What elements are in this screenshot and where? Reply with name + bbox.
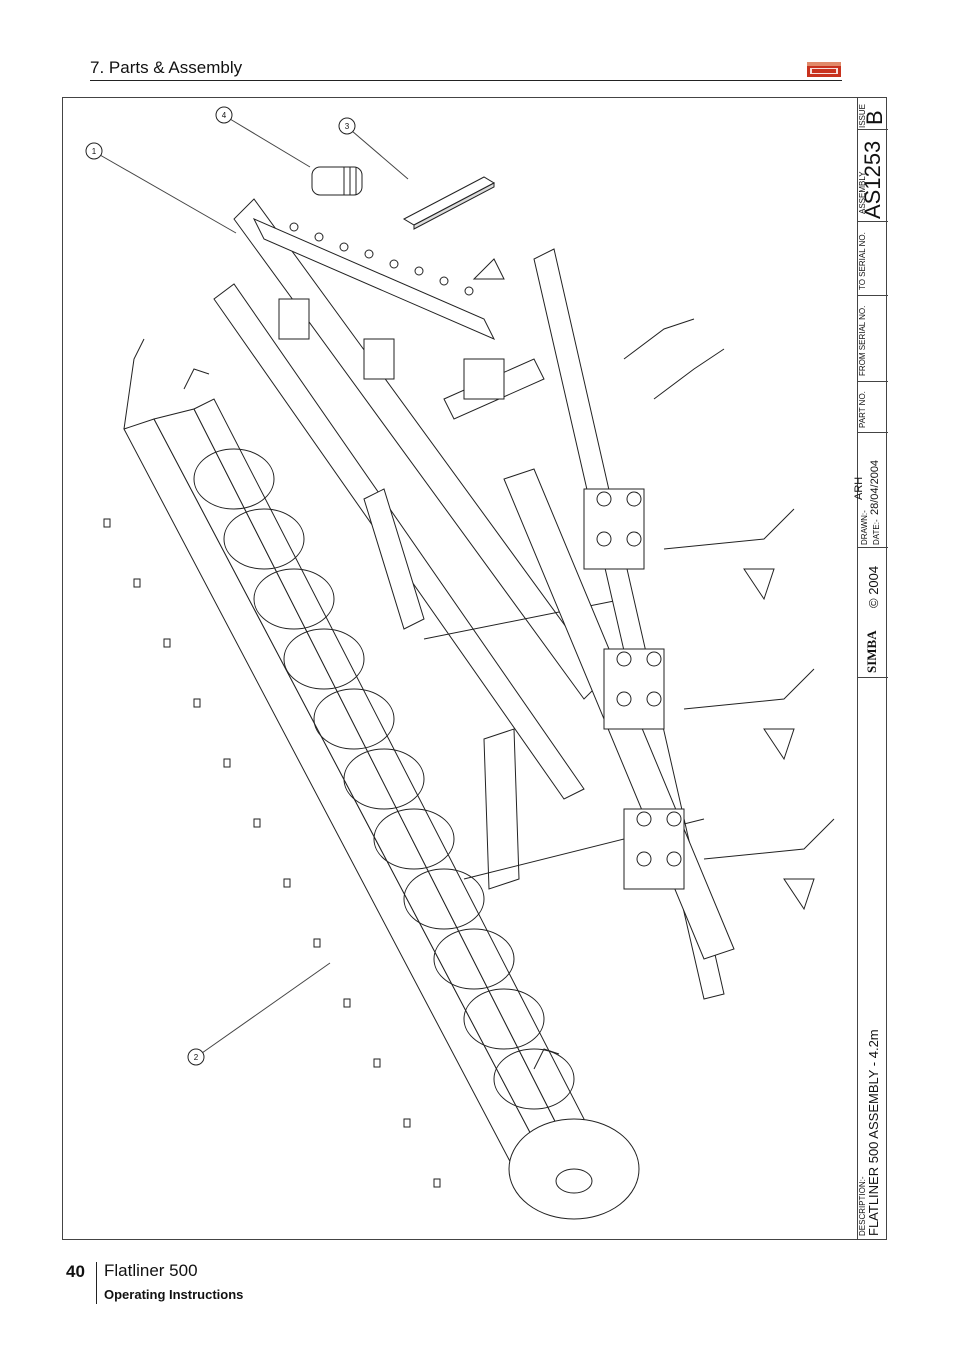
date-value: 28/04/2004 [869, 459, 881, 515]
simba-brand-mark: SIMBA [864, 630, 879, 673]
callout-1: 1 [92, 147, 97, 156]
footer-divider [96, 1262, 97, 1304]
callout-3: 3 [345, 122, 350, 131]
copyright: © 2004 [866, 565, 881, 608]
description-value: FLATLINER 500 ASSEMBLY - 4.2m [866, 1029, 881, 1236]
drawn-value: ARH [853, 476, 865, 500]
callout-bubbles [85, 106, 356, 1066]
to-serial-label: TO SERIAL NO. [858, 232, 867, 290]
front-toolbar [252, 217, 505, 400]
drawn-label: DRAWN:- [860, 510, 869, 545]
leg-toolbar [472, 248, 835, 1000]
part-no-label: PART NO. [858, 391, 867, 428]
date-label: DATE:- [872, 519, 881, 545]
exploded-assembly-drawing: 1 2 3 4 [85, 106, 835, 1220]
issue-value: B [862, 110, 887, 125]
manual-subtitle: Operating Instructions [104, 1287, 244, 1302]
page-number: 40 [66, 1262, 85, 1281]
from-serial-label: FROM SERIAL NO. [858, 305, 867, 376]
main-frame [213, 198, 705, 890]
title-block [857, 97, 888, 1240]
assembly-value: AS1253 [860, 140, 885, 219]
section-title: 7. Parts & Assembly [90, 58, 243, 77]
packer-roller [103, 338, 640, 1220]
product-name: Flatliner 500 [104, 1261, 198, 1280]
callout-4: 4 [222, 111, 227, 120]
leader-lines [99, 118, 409, 1054]
drawing-frame [62, 97, 887, 1240]
callout-2: 2 [194, 1053, 199, 1062]
simba-logo-icon [807, 62, 841, 77]
header-rule [90, 80, 842, 81]
loose-parts [311, 166, 496, 230]
